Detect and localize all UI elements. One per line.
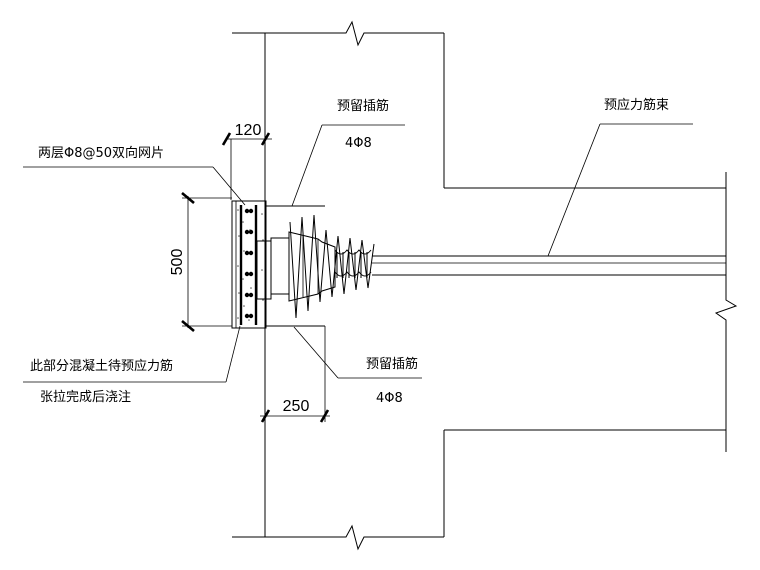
tendon-duct (372, 255, 726, 276)
coil-turns (336, 252, 368, 278)
dim-tick (260, 132, 271, 146)
bottom-break-line (232, 524, 444, 551)
pad-outline (231, 200, 267, 329)
rebar-top-name: 预留插筋 (337, 98, 389, 114)
rebar-bottom-name: 预留插筋 (366, 356, 418, 372)
dim-tick (221, 132, 232, 146)
tendon-label: 预应力筋束 (604, 97, 669, 113)
leader-tendon (547, 123, 601, 257)
rebar-bottom-spec: 4Φ8 (376, 391, 403, 406)
mesh-bar-dots (244, 208, 254, 319)
dimension-250: 250 (260, 326, 330, 423)
spiral-reinforcement (289, 214, 375, 319)
annotations: 预留插筋 4Φ8 预应力筋束 两层Φ8@50双向网片 此部分混凝土待预应力筋 张… (23, 97, 693, 406)
pocket-recess (266, 205, 325, 327)
top-break-line (232, 20, 444, 47)
right-break-line (714, 172, 738, 452)
pour-note-line1: 此部分混凝土待预应力筋 (30, 358, 173, 374)
anchor-head (270, 237, 290, 295)
leader-rebar-bottom (293, 326, 339, 379)
leader-pour (225, 325, 241, 383)
dim-tick (319, 409, 330, 423)
dimension-120: 120 (221, 122, 272, 200)
dim-tick (181, 192, 195, 204)
dimension-120-text: 120 (235, 122, 262, 139)
dim-tick (260, 409, 271, 423)
wall-outline (232, 20, 738, 551)
concrete-speckles (237, 209, 264, 321)
concrete-pad (231, 200, 267, 329)
leader-rebar-top (291, 124, 323, 207)
pour-note-line2: 张拉完成后浇注 (40, 390, 131, 405)
dimension-250-text: 250 (283, 398, 310, 415)
bearing-plate (256, 240, 272, 300)
trumpet-casting (288, 231, 336, 302)
coil-spring (334, 249, 372, 277)
leader-mesh (212, 166, 246, 206)
anchorage-assembly (256, 214, 375, 319)
dimension-500-text: 500 (169, 249, 186, 276)
rebar-top-spec: 4Φ8 (345, 136, 372, 151)
dimension-500: 500 (169, 192, 232, 332)
dim-tick (181, 320, 195, 332)
mesh-note: 两层Φ8@50双向网片 (38, 145, 164, 161)
